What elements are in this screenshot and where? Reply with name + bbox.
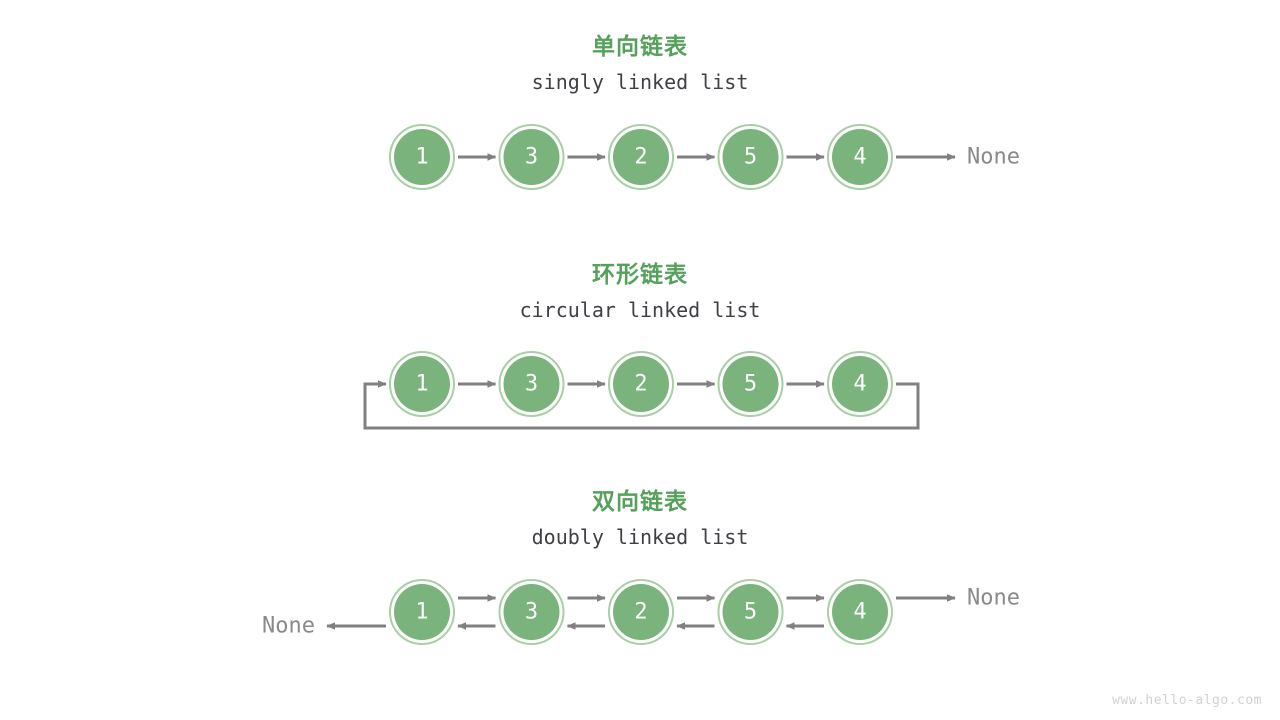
node-circle <box>394 129 450 185</box>
node-value: 5 <box>744 600 757 625</box>
list-node: 2 <box>608 124 674 190</box>
diagram-circular: 1 3 2 5 4 <box>0 338 1280 448</box>
list-node: 3 <box>498 124 565 190</box>
node-outer-ring <box>717 124 784 190</box>
list-node: 5 <box>717 579 784 645</box>
node-circle <box>503 584 560 640</box>
list-node: 4 <box>827 124 893 190</box>
list-node: 1 <box>389 579 455 645</box>
section-title-zh-circular: 环形链表 <box>592 262 688 288</box>
list-node: 3 <box>498 579 565 645</box>
node-value: 2 <box>634 372 647 397</box>
node-circle <box>832 584 888 640</box>
node-value: 1 <box>415 372 428 397</box>
diagram-singly: None 1 3 2 5 4 <box>0 110 1280 205</box>
node-circle <box>722 356 779 412</box>
node-circle <box>722 584 779 640</box>
list-node: 4 <box>827 351 893 417</box>
section-title-en-circular: circular linked list <box>519 298 761 322</box>
node-outer-ring <box>608 579 674 645</box>
section-title-zh-singly: 单向链表 <box>592 34 688 60</box>
tail-none-label: None <box>967 586 1020 611</box>
watermark: www.hello-algo.com <box>1112 693 1262 708</box>
node-circle <box>832 356 888 412</box>
diagram-svg-circular: 1 3 2 5 4 <box>363 351 920 430</box>
list-node: 1 <box>389 124 455 190</box>
node-value: 2 <box>634 145 647 170</box>
node-value: 1 <box>415 600 428 625</box>
node-outer-ring <box>717 579 784 645</box>
node-outer-ring <box>498 351 565 417</box>
node-circle <box>613 584 669 640</box>
node-value: 5 <box>744 372 757 397</box>
node-outer-ring <box>389 579 455 645</box>
node-circle <box>503 129 560 185</box>
node-outer-ring <box>827 124 893 190</box>
list-node: 5 <box>717 124 784 190</box>
node-value: 1 <box>415 145 428 170</box>
node-circle <box>832 129 888 185</box>
section-circular: 环形链表 circular linked list <box>0 262 1280 322</box>
node-outer-ring <box>498 579 565 645</box>
node-circle <box>722 129 779 185</box>
diagram-svg-singly: None 1 3 2 5 4 <box>389 124 1020 190</box>
node-circle <box>394 356 450 412</box>
node-value: 4 <box>853 145 866 170</box>
node-outer-ring <box>717 351 784 417</box>
node-value: 4 <box>853 372 866 397</box>
node-circle <box>613 356 669 412</box>
node-value: 3 <box>525 600 538 625</box>
node-outer-ring <box>389 351 455 417</box>
section-doubly: 双向链表 doubly linked list <box>0 489 1280 549</box>
node-outer-ring <box>498 124 565 190</box>
circular-loopback-path <box>363 380 920 430</box>
section-title-en-doubly: doubly linked list <box>531 525 749 549</box>
node-outer-ring <box>608 351 674 417</box>
node-outer-ring <box>389 124 455 190</box>
list-node: 5 <box>717 351 784 417</box>
node-outer-ring <box>827 351 893 417</box>
head-none-label: None <box>262 614 315 639</box>
section-title-zh-doubly: 双向链表 <box>592 489 688 515</box>
section-singly: 单向链表 singly linked list <box>0 34 1280 94</box>
node-value: 2 <box>634 600 647 625</box>
node-outer-ring <box>608 124 674 190</box>
node-value: 3 <box>525 145 538 170</box>
list-node: 2 <box>608 351 674 417</box>
node-value: 3 <box>525 372 538 397</box>
section-title-en-singly: singly linked list <box>531 70 749 94</box>
node-value: 4 <box>853 600 866 625</box>
tail-none-label: None <box>967 145 1020 170</box>
list-node: 1 <box>389 351 455 417</box>
node-circle <box>613 129 669 185</box>
list-node: 3 <box>498 351 565 417</box>
node-outer-ring <box>827 579 893 645</box>
list-node: 2 <box>608 579 674 645</box>
list-node: 4 <box>827 579 893 645</box>
node-value: 5 <box>744 145 757 170</box>
node-circle <box>394 584 450 640</box>
node-circle <box>503 356 560 412</box>
